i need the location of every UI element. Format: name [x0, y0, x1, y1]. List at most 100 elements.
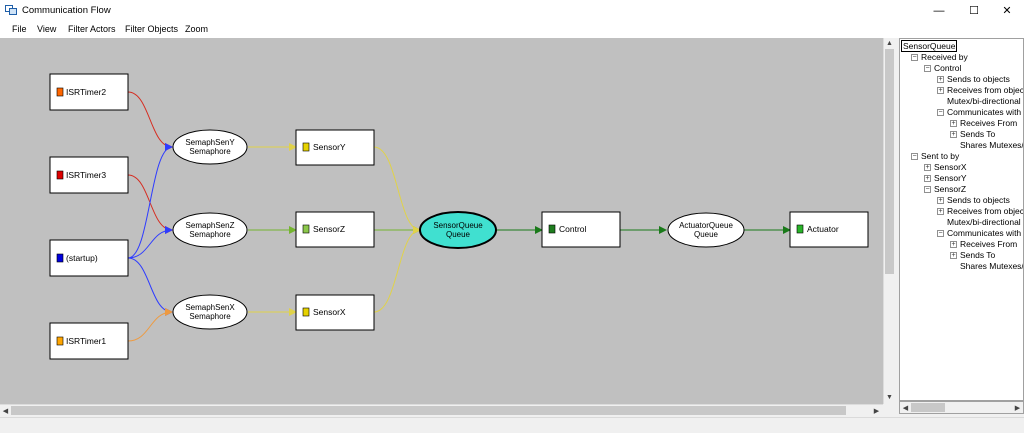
close-button[interactable]: ✕: [990, 0, 1024, 21]
object-name: ActuatorQueue: [679, 221, 733, 230]
scroll-up-arrow-icon[interactable]: ▲: [886, 40, 893, 47]
menu-zoom[interactable]: Zoom: [185, 24, 209, 34]
tree-node[interactable]: −Received by: [911, 52, 968, 63]
object-actuatorqueue[interactable]: ActuatorQueue Queue: [667, 212, 745, 248]
maximize-button[interactable]: ☐: [957, 0, 991, 21]
actor-label: SensorY: [313, 142, 346, 152]
actor-actuator[interactable]: Actuator: [789, 211, 869, 248]
actor-isrtimer1[interactable]: ISRTimer1: [49, 322, 129, 360]
actor-label: ISRTimer1: [66, 336, 106, 346]
tree-node[interactable]: +Receives from objects: [937, 85, 1024, 96]
actor-label: Actuator: [807, 224, 839, 234]
actor-startup[interactable]: (startup): [49, 239, 129, 277]
tree-node[interactable]: −Communicates with acto: [937, 107, 1023, 118]
edge-isrtimer2-semaphseny: [127, 91, 173, 151]
object-sensorqueue-selected[interactable]: SensorQueue Queue: [419, 211, 497, 249]
scroll-right-arrow-icon[interactable]: ▶: [873, 407, 880, 415]
tree-node[interactable]: Mutex/bi-directional obje: [937, 217, 1023, 228]
tree-node[interactable]: +Receives from objects: [937, 206, 1023, 217]
edge-startup-semaphsenz: [127, 226, 173, 259]
tree-node-label: Shares Mutexes/bi-d: [960, 140, 1024, 150]
actor-isrtimer3[interactable]: ISRTimer3: [49, 156, 129, 194]
tree-horizontal-scrollbar[interactable]: ◀ ▶: [899, 401, 1024, 414]
canvas-horizontal-scrollbar[interactable]: ◀ ▶: [0, 404, 883, 417]
actor-control[interactable]: Control: [541, 211, 621, 248]
tree-node[interactable]: +Sends To: [950, 250, 995, 261]
object-semaphsenx[interactable]: SemaphSenX Semaphore: [172, 294, 248, 330]
horizontal-scroll-thumb[interactable]: [11, 406, 846, 415]
tree-node-label: Sends to objects: [947, 74, 1010, 84]
tree-node[interactable]: Shares Mutexes/bi-d: [950, 261, 1023, 272]
diagram-canvas[interactable]: ISRTimer2 ISRTimer3 (startup) ISRTimer1 …: [0, 38, 883, 404]
status-bar: [0, 417, 1024, 433]
expand-icon[interactable]: +: [950, 120, 957, 128]
expand-icon[interactable]: +: [924, 175, 931, 183]
object-semaphsenz[interactable]: SemaphSenZ Semaphore: [172, 212, 248, 248]
tree-node-label: Sends to objects: [947, 195, 1010, 205]
expand-icon[interactable]: +: [937, 76, 944, 84]
tree-node-label: Sent to by: [921, 151, 960, 161]
relationship-tree[interactable]: SensorQueue−Received by−Control+Sends to…: [899, 38, 1024, 401]
tree-scroll-thumb[interactable]: [911, 403, 945, 412]
tree-node[interactable]: +Receives From: [950, 118, 1017, 129]
tree-node[interactable]: Mutex/bi-directional obje: [937, 96, 1023, 107]
tree-node[interactable]: +Receives From: [950, 239, 1017, 250]
tree-node[interactable]: Shares Mutexes/bi-d: [950, 140, 1024, 151]
menu-filter-actors[interactable]: Filter Actors: [68, 24, 116, 34]
scroll-down-arrow-icon[interactable]: ▼: [886, 394, 893, 401]
expand-icon[interactable]: +: [950, 241, 957, 249]
object-kind: Semaphore: [189, 312, 231, 321]
canvas-vertical-scrollbar[interactable]: ▲ ▼: [883, 38, 896, 404]
tree-node[interactable]: SensorQueue: [900, 40, 958, 52]
expand-icon[interactable]: +: [924, 164, 931, 172]
expand-icon[interactable]: +: [937, 87, 944, 95]
actor-label: ISRTimer2: [66, 87, 106, 97]
collapse-icon[interactable]: −: [937, 109, 944, 117]
object-name: SemaphSenY: [185, 138, 235, 147]
status-square: [56, 253, 64, 263]
collapse-icon[interactable]: −: [924, 65, 931, 73]
expand-icon[interactable]: +: [937, 208, 944, 216]
expand-icon[interactable]: +: [937, 197, 944, 205]
actor-isrtimer2[interactable]: ISRTimer2: [49, 73, 129, 111]
status-square: [56, 170, 64, 180]
vertical-scroll-thumb[interactable]: [885, 49, 894, 274]
tree-node[interactable]: −Control: [924, 63, 961, 74]
actor-sensory[interactable]: SensorY: [295, 129, 375, 166]
tree-node[interactable]: −Communicates with acto: [937, 228, 1023, 239]
edge-sensorx-sensorqueue: [373, 226, 421, 313]
collapse-icon[interactable]: −: [911, 54, 918, 62]
object-semaphseny[interactable]: SemaphSenY Semaphore: [172, 129, 248, 165]
tree-node[interactable]: +SensorY: [924, 173, 967, 184]
tree-scroll-left-arrow-icon[interactable]: ◀: [902, 404, 909, 412]
scrollbar-corner: [883, 404, 896, 416]
close-icon: ✕: [1002, 5, 1012, 17]
menu-filter-objects[interactable]: Filter Objects: [125, 24, 179, 34]
edge-isrtimer1-semaphsenx: [127, 308, 173, 342]
menu-view[interactable]: View: [37, 24, 57, 34]
tree-node[interactable]: +Sends to objects: [937, 74, 1010, 85]
tree-node-label: Receives from objects: [947, 85, 1024, 95]
status-square: [796, 224, 804, 234]
collapse-icon[interactable]: −: [937, 230, 944, 238]
actor-sensorz[interactable]: SensorZ: [295, 211, 375, 248]
minimize-button[interactable]: —: [922, 0, 956, 21]
status-square: [56, 87, 64, 97]
tree-scroll-right-arrow-icon[interactable]: ▶: [1014, 404, 1021, 412]
tree-node[interactable]: −SensorZ: [924, 184, 966, 195]
scroll-left-arrow-icon[interactable]: ◀: [2, 407, 9, 415]
expand-icon[interactable]: +: [950, 131, 957, 139]
tree-node[interactable]: −Sent to by: [911, 151, 959, 162]
actor-label: Control: [559, 224, 587, 234]
app-icon: [5, 5, 17, 15]
actor-sensorx[interactable]: SensorX: [295, 294, 375, 331]
tree-node-label: SensorX: [934, 162, 967, 172]
menu-file[interactable]: File: [12, 24, 27, 34]
tree-node[interactable]: +Sends to objects: [937, 195, 1010, 206]
tree-node[interactable]: +Sends To: [950, 129, 995, 140]
expand-icon[interactable]: +: [950, 252, 957, 260]
tree-node[interactable]: +SensorX: [924, 162, 967, 173]
object-kind: Semaphore: [189, 230, 231, 239]
collapse-icon[interactable]: −: [924, 186, 931, 194]
collapse-icon[interactable]: −: [911, 153, 918, 161]
